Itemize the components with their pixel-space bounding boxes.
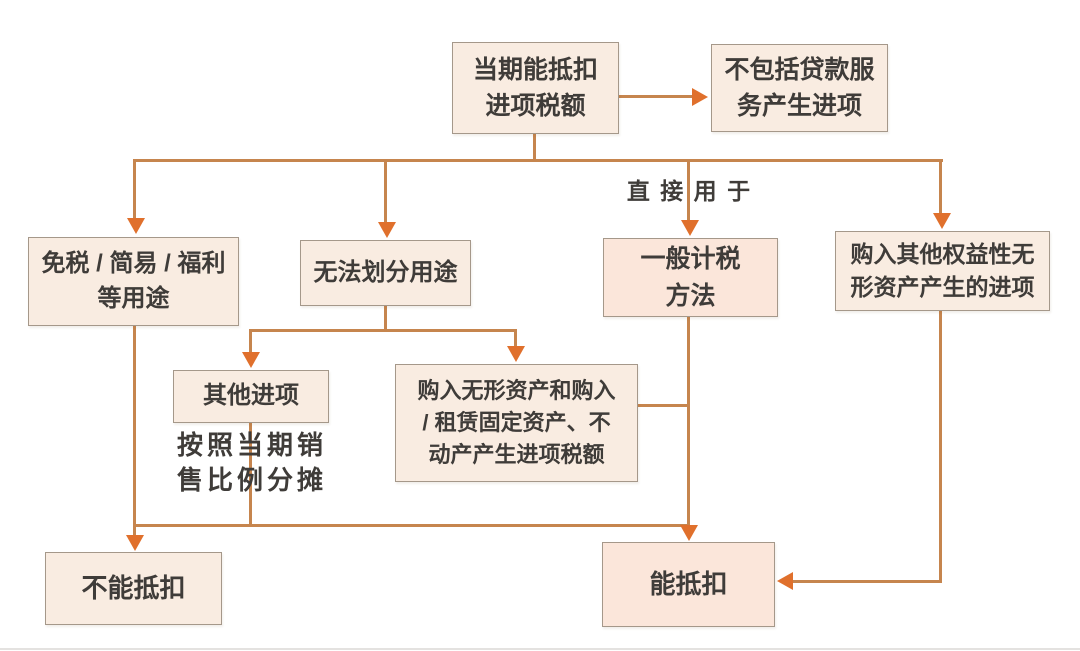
arrowhead-to-can-deduct-left-icon bbox=[777, 572, 793, 590]
node-current-deductible: 当期能抵扣 进项税额 bbox=[452, 42, 619, 134]
connector-unclassifiable-down bbox=[384, 306, 387, 332]
arrowhead-to-other-input-icon bbox=[242, 352, 260, 368]
connector-drop-general bbox=[687, 159, 690, 221]
arrowhead-to-exempt-icon bbox=[127, 218, 145, 234]
node-can-deduct: 能抵扣 bbox=[602, 542, 775, 627]
connector-main-horizontal bbox=[133, 159, 943, 162]
node-intangible-fixed-assets-input: 购入无形资产和购入 / 租赁固定资产、不 动产产生进项税额 bbox=[395, 364, 638, 482]
arrowhead-to-can-deduct-icon bbox=[680, 525, 698, 541]
node-unclassifiable-use: 无法划分用途 bbox=[300, 240, 471, 306]
connector-to-loan-box bbox=[619, 95, 695, 98]
connector-drop-intangible bbox=[514, 329, 517, 348]
arrowhead-to-intangible-icon bbox=[507, 346, 525, 362]
connector-drop-exempt bbox=[133, 159, 136, 220]
connector-general-down bbox=[687, 317, 690, 528]
arrowhead-to-cannot-deduct-icon bbox=[126, 535, 144, 551]
node-general-tax-method: 一般计税 方法 bbox=[603, 238, 778, 317]
connector-intangible-right bbox=[638, 404, 690, 407]
node-loan-exclusion: 不包括贷款服 务产生进项 bbox=[711, 44, 888, 132]
arrowhead-to-loan-box-icon bbox=[692, 88, 708, 106]
connector-to-cannot-deduct bbox=[133, 524, 136, 537]
connector-drop-unclassifiable bbox=[384, 159, 387, 224]
connector-bottom-right-horizontal bbox=[790, 580, 942, 583]
bottom-divider bbox=[0, 648, 1080, 650]
connector-bottom-horizontal bbox=[133, 524, 690, 527]
connector-drop-other-input bbox=[249, 329, 252, 354]
connector-other-input-down bbox=[249, 423, 252, 527]
label-allocation-rule: 按照当期销 售比例分摊 bbox=[176, 430, 327, 496]
connector-drop-equity bbox=[939, 159, 942, 214]
connector-exempt-down bbox=[133, 326, 136, 527]
node-other-input: 其他进项 bbox=[173, 370, 329, 423]
connector-top-box-down bbox=[533, 134, 536, 162]
node-equity-intangible-input: 购入其他权益性无 形资产产生的进项 bbox=[835, 231, 1050, 311]
label-direct-use: 直 接 用 于 bbox=[626, 178, 753, 204]
arrowhead-to-unclassifiable-icon bbox=[378, 222, 396, 238]
node-exempt-use: 免税 / 简易 / 福利 等用途 bbox=[28, 237, 239, 326]
arrowhead-to-general-icon bbox=[681, 220, 699, 236]
connector-equity-down bbox=[939, 311, 942, 583]
connector-split-horizontal bbox=[249, 329, 517, 332]
node-cannot-deduct: 不能抵扣 bbox=[45, 552, 222, 625]
arrowhead-to-equity-icon bbox=[933, 213, 951, 229]
